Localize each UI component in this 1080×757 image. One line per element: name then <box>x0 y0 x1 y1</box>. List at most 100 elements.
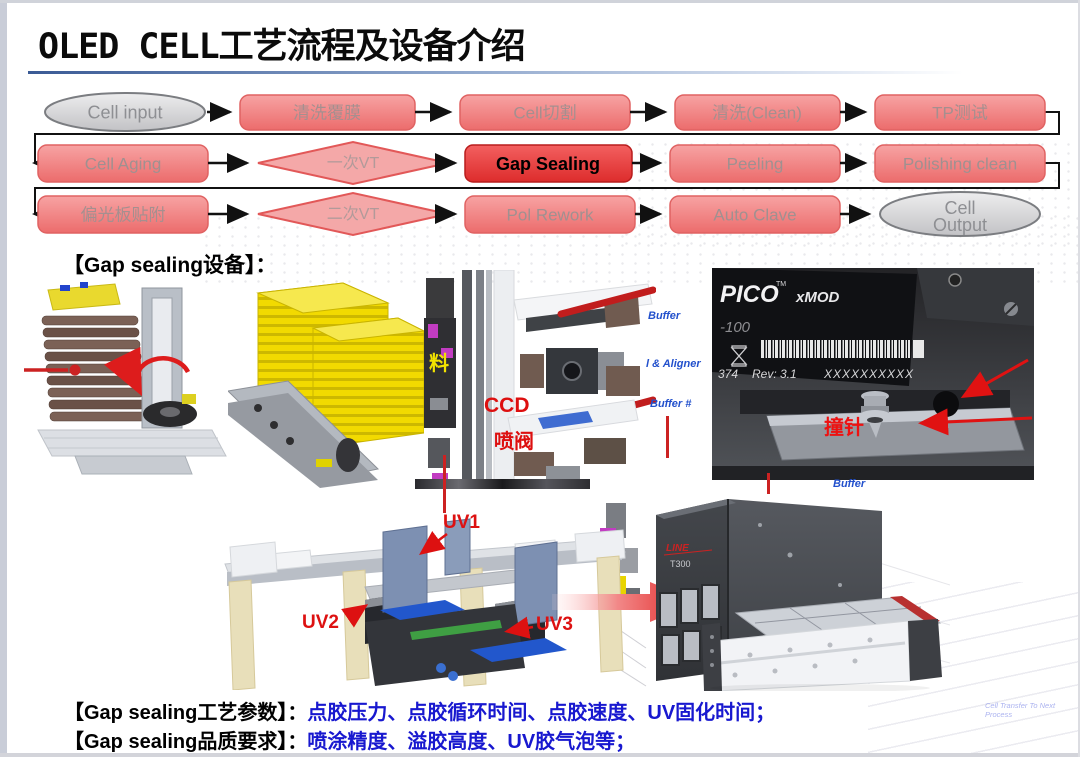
image-uv-controller: LINE T300 <box>656 499 950 691</box>
uv2-label: UV2 <box>302 612 339 633</box>
process-flowchart: Cell input 清洗覆膜 Cell切割 清洗(Clean) TP测试 Ce… <box>32 92 1060 237</box>
title-underline <box>28 71 963 74</box>
ccd-camera-block <box>546 348 598 394</box>
slide-left-edge <box>0 0 7 757</box>
revision-text: Rev: 3.1 <box>752 367 797 381</box>
node-first-vt: 一次VT <box>257 140 449 186</box>
screw-icon <box>1004 302 1018 316</box>
node-tp-test: TP测试 <box>874 94 1046 131</box>
cassette-stack-right <box>312 317 424 446</box>
slide-unit-top <box>734 596 942 642</box>
page-title: OLED CELL工艺流程及设备介绍 <box>38 27 526 67</box>
blue-stage <box>380 600 465 620</box>
pointer-arrow-icon <box>918 408 1033 436</box>
node-label: Gap Sealing <box>496 154 600 174</box>
node-label: Cell Aging <box>85 155 162 174</box>
red-connector-line-uv1 <box>443 455 446 513</box>
brand-text: PICO <box>720 281 779 308</box>
node-clean: 清洗(Clean) <box>674 94 841 131</box>
pointer-arrow-icon <box>419 531 448 555</box>
node-second-vt: 二次VT <box>257 191 449 237</box>
pointer-arrow-icon <box>24 364 81 376</box>
blue-stage-plate <box>538 411 593 429</box>
node-label: Pol Rework <box>507 206 594 225</box>
uv-logo-text: LINE <box>666 543 689 554</box>
striker-pin-label: 撞针 <box>824 415 864 439</box>
slide-bottom-edge <box>0 753 1080 757</box>
node-label: Cell切割 <box>513 104 576 123</box>
model-text: xMOD <box>795 289 840 306</box>
uv-model-text: T300 <box>670 559 691 569</box>
watermark-note: Cell Transfer To Next Process <box>985 701 1056 719</box>
node-polarizer-attach: 偏光板贴附 <box>37 195 209 234</box>
node-label: Cell input <box>87 103 162 123</box>
buffer-hash-label: Buffer # <box>650 398 692 410</box>
material-label: 料 <box>429 352 449 375</box>
quality-req-label: 【Gap sealing品质要求】： <box>64 731 308 753</box>
node-label: 一次VT <box>327 154 380 172</box>
node-pol-rework: Pol Rework <box>464 195 636 234</box>
pointer-arrow-icon <box>341 604 369 628</box>
cable-cover <box>382 525 428 613</box>
rotation-arrow-icon <box>104 346 191 397</box>
serial-mask-text: XXXXXXXXXX <box>823 367 914 381</box>
node-label: 偏光板贴附 <box>81 206 166 225</box>
variant-text: -100 <box>720 319 751 336</box>
node-cell-output: Cell Output <box>879 191 1041 237</box>
node-label-line2: Output <box>933 215 987 235</box>
spray-valve-label: 喷阀 <box>494 430 534 453</box>
buffer-label-bottom: Buffer <box>833 478 866 490</box>
screw-icon <box>948 273 962 287</box>
node-label: Polishing clean <box>903 155 1017 174</box>
image-uv-gantry: UV1 UV2 UV3 <box>224 512 626 690</box>
node-auto-clave: Auto Clave <box>669 195 841 234</box>
barcode <box>760 340 910 358</box>
buffer-label-top: Buffer <box>648 310 681 322</box>
node-clean-lamination: 清洗覆膜 <box>239 94 416 131</box>
red-connector-line-2 <box>767 473 770 494</box>
node-label: Auto Clave <box>713 206 796 225</box>
image-rotary-mechanism <box>24 282 227 475</box>
ccd-label: CCD <box>484 394 530 417</box>
node-label-line1: Cell <box>944 198 975 218</box>
uv3-label: UV3 <box>536 614 573 635</box>
metal-stage <box>766 407 1025 461</box>
blue-stage <box>470 638 567 662</box>
section-heading: 【Gap sealing设备】： <box>63 254 277 277</box>
red-rod-bottom <box>567 396 656 426</box>
knob <box>933 391 959 417</box>
process-params-value: 点胶压力、点胶循环时间、点胶速度、UV固化时间； <box>307 702 776 724</box>
conveyor-rail <box>228 380 380 482</box>
red-rod-top <box>557 286 656 318</box>
quality-req-line: 【Gap sealing品质要求】：喷涂精度、溢胶高度、UV胶气泡等； <box>64 725 635 754</box>
background-cad-strip-2 <box>600 503 647 687</box>
uv1-label: UV1 <box>443 512 480 533</box>
aligner-label: l & Aligner <box>646 358 701 370</box>
node-label: Peeling <box>727 155 784 174</box>
image-pico-xmod-valve: PICO TM xMOD -100 374 Rev: 3.1 XXXXXXXXX… <box>712 268 1034 480</box>
pointer-arrow-icon <box>960 358 1029 398</box>
node-label: 清洗(Clean) <box>712 104 802 123</box>
serial-prefix-text: 374 <box>718 367 738 381</box>
slide-unit-front <box>713 620 911 691</box>
pointer-arrow-icon <box>504 616 534 639</box>
node-label: 二次VT <box>327 205 380 223</box>
red-connector-line-1 <box>666 416 669 458</box>
dark-component <box>336 438 360 472</box>
node-polishing-clean: Polishing clean <box>874 144 1046 183</box>
image-cassette-stacks <box>228 282 424 488</box>
node-label: 清洗覆膜 <box>293 104 361 123</box>
connector-row1-row2 <box>32 111 1060 171</box>
slide-right-edge <box>1078 0 1080 757</box>
hourglass-icon <box>730 345 748 367</box>
node-cell-input: Cell input <box>44 92 206 132</box>
trademark-text: TM <box>776 281 786 288</box>
nozzle-tip <box>868 420 882 438</box>
perspective-grid-lines <box>868 582 1078 753</box>
device-label-panel <box>712 268 917 386</box>
node-gap-sealing: Gap Sealing <box>464 144 633 183</box>
cable-cover <box>514 541 558 627</box>
node-label: TP测试 <box>932 104 988 123</box>
controller-side-face <box>728 499 882 671</box>
